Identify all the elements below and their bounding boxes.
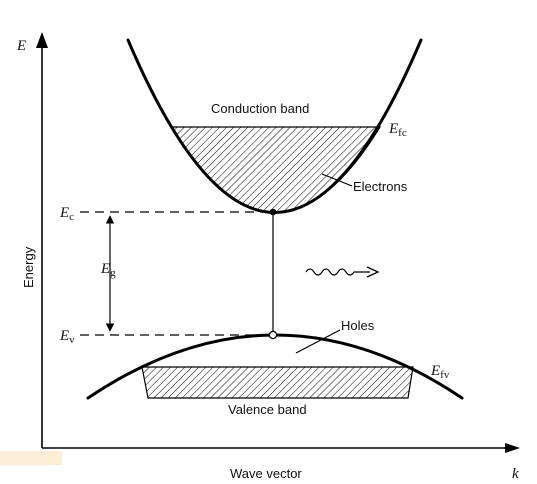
conduction-band-label: Conduction band bbox=[211, 101, 309, 116]
hole-dot bbox=[268, 330, 278, 340]
x-axis-label: Wave vector bbox=[230, 466, 302, 481]
valence-band-label: Valence band bbox=[228, 402, 307, 417]
holes-leader bbox=[295, 329, 341, 354]
y-axis-symbol: E bbox=[16, 38, 26, 54]
x-axis-arrowhead bbox=[505, 443, 520, 453]
photon-arrowhead bbox=[366, 266, 380, 278]
y-axis-label: Energy bbox=[21, 246, 36, 288]
holes-label: Holes bbox=[341, 318, 375, 333]
corner-highlight bbox=[0, 451, 62, 465]
ec-label: Ec bbox=[59, 205, 74, 223]
photon-wave bbox=[305, 268, 370, 276]
eg-label: Eg bbox=[100, 261, 116, 279]
valence-band-hatched-fill bbox=[141, 366, 414, 399]
electrons-leader bbox=[321, 173, 353, 187]
ev-label: Ev bbox=[59, 328, 75, 346]
electron-dot bbox=[269, 208, 277, 216]
efc-label: Efc bbox=[388, 121, 407, 139]
efv-label: Efv bbox=[430, 363, 450, 381]
y-axis-arrowhead bbox=[36, 32, 48, 48]
electrons-label: Electrons bbox=[353, 179, 408, 194]
x-axis-symbol: k bbox=[512, 466, 519, 482]
